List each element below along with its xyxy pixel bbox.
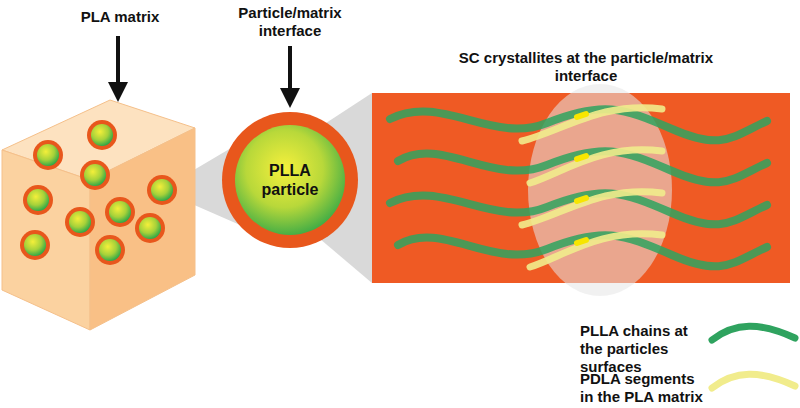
- interface-illustration: [372, 93, 790, 283]
- legend-row: PLLA chains at the particles surfaces: [580, 322, 708, 376]
- heading-label: PLA matrix: [30, 8, 210, 26]
- pla-cube: [2, 100, 195, 330]
- particle-circle: PLLA particle: [222, 112, 358, 248]
- legend-text: PLLA chains at the particles surfaces: [580, 322, 708, 376]
- legend-green-line: [712, 326, 795, 340]
- legend-yellow-line: [712, 374, 795, 388]
- legend-text: PDLA segments in the PLA matrix: [580, 370, 708, 406]
- heading-label: Particle/matrix interface: [215, 4, 365, 40]
- legend-row: PDLA segments in the PLA matrix: [580, 370, 708, 406]
- interface-panel: SC crystallites at the particle/matrix i…: [372, 93, 790, 283]
- particle-shape: [222, 112, 358, 248]
- particle-label: PLLA particle: [250, 161, 330, 199]
- panel-heading: SC crystallites at the particle/matrix i…: [436, 49, 736, 85]
- leader-arrow: [116, 36, 120, 92]
- particle-spheres: [20, 120, 177, 265]
- leader-arrow: [288, 46, 292, 98]
